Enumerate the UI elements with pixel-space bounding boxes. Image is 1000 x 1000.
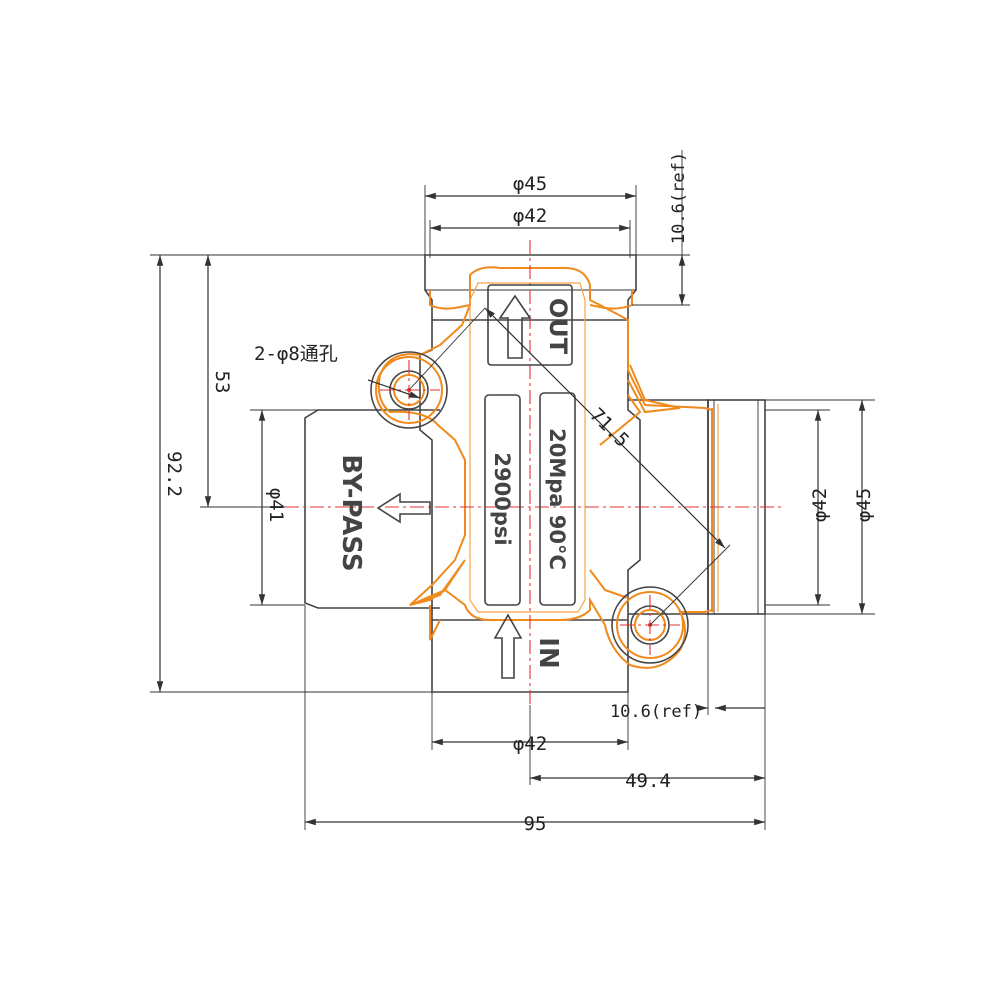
dim-height-total: 92.2: [163, 451, 185, 497]
pressure-mpa-label: 20Mpa 90°C: [545, 428, 569, 570]
dim-hole-callout: 2-φ8通孔: [254, 343, 338, 365]
bottom-neck: [431, 620, 629, 693]
dim-right-outer-dia: φ45: [853, 488, 875, 522]
out-label: OUT: [544, 298, 572, 355]
dimension-lines: [150, 150, 875, 830]
dim-top-inner-dia: φ42: [513, 205, 547, 227]
in-label: IN: [533, 637, 563, 668]
bypass-label: BY-PASS: [336, 454, 366, 571]
dim-height-53: 53: [211, 371, 233, 394]
left-port: [304, 409, 440, 609]
dim-diagonal: 71.5: [585, 404, 633, 452]
valve-body: [304, 254, 766, 693]
pressure-psi-label: 2900psi: [490, 452, 514, 545]
bypass-arrow-icon: [376, 492, 431, 524]
dim-right-inner-dia: φ42: [809, 488, 831, 522]
dim-right-ref: 10.6(ref): [610, 702, 702, 722]
dim-bottom-dia: φ42: [513, 733, 547, 755]
orange-main-outline: [377, 266, 713, 669]
dim-top-ref: 10.6(ref): [669, 152, 689, 244]
dim-left-dia: φ41: [265, 488, 287, 522]
dim-width-49: 49.4: [625, 770, 671, 792]
dim-width-total: 95: [524, 813, 547, 835]
in-arrow-icon: [493, 613, 523, 679]
dim-top-outer-dia: φ45: [513, 173, 547, 195]
